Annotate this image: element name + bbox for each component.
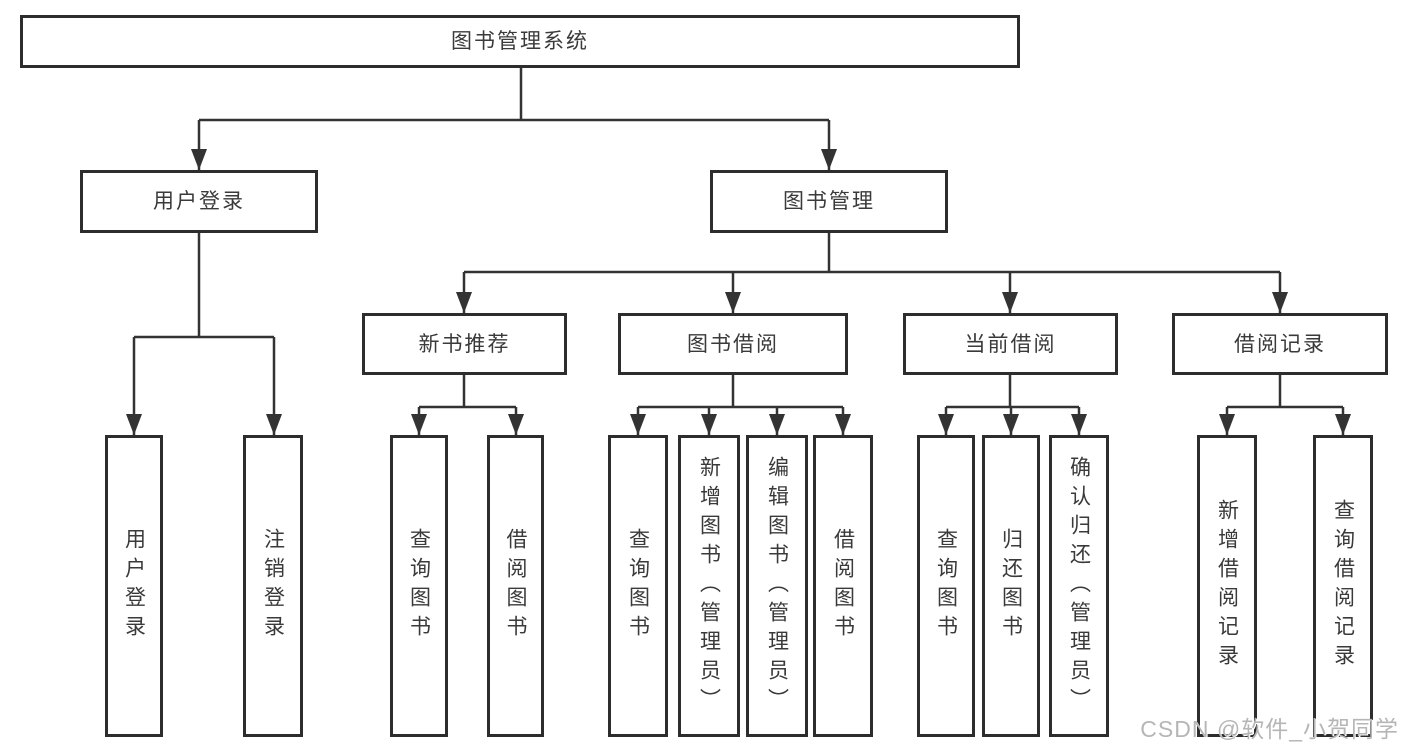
node-label: 当前借阅 xyxy=(964,332,1057,356)
leaf-borrow-books-recommend: 借阅图书 xyxy=(487,435,544,737)
leaf-edit-book-admin: 编辑图书（管理员） xyxy=(746,435,808,737)
node-book-borrowing: 图书借阅 xyxy=(618,313,848,375)
node-label: 查询图书 xyxy=(407,528,431,644)
node-label: 编辑图书（管理员） xyxy=(765,455,789,717)
leaf-query-borrow-record: 查询借阅记录 xyxy=(1313,435,1373,737)
node-label: 查询图书 xyxy=(934,528,958,644)
node-label: 新增借阅记录 xyxy=(1215,499,1239,673)
node-label: 图书借阅 xyxy=(687,332,779,356)
node-book-management: 图书管理 xyxy=(710,170,948,233)
node-label: 查询图书 xyxy=(626,528,650,644)
connector-drops xyxy=(126,120,1351,435)
node-label: 用户登录 xyxy=(122,528,146,644)
leaf-add-borrow-record: 新增借阅记录 xyxy=(1197,435,1257,737)
node-label: 图书管理系统 xyxy=(451,30,589,53)
node-label: 新书推荐 xyxy=(418,332,511,356)
leaf-user-login: 用户登录 xyxy=(105,435,163,737)
leaf-confirm-return-admin: 确认归还（管理员） xyxy=(1049,435,1109,737)
node-user-login: 用户登录 xyxy=(80,170,318,233)
node-borrowing-records: 借阅记录 xyxy=(1172,313,1388,375)
leaf-return-book: 归还图书 xyxy=(982,435,1040,737)
node-label: 借阅图书 xyxy=(504,528,527,644)
node-label: 归还图书 xyxy=(999,528,1023,644)
node-label: 借阅记录 xyxy=(1234,332,1326,356)
leaf-query-books-recommend: 查询图书 xyxy=(390,435,448,737)
node-label: 图书管理 xyxy=(783,190,875,213)
csdn-watermark: CSDN @软件_小贺同学 xyxy=(1140,716,1399,742)
leaf-query-books-current: 查询图书 xyxy=(917,435,975,737)
node-label: 新增图书（管理员） xyxy=(697,455,721,717)
node-new-book-recommendation: 新书推荐 xyxy=(362,313,567,375)
node-label: 查询借阅记录 xyxy=(1331,499,1355,673)
leaf-logout: 注销登录 xyxy=(243,435,303,737)
node-label: 注销登录 xyxy=(261,528,285,644)
node-label: 借阅图书 xyxy=(831,528,855,644)
leaf-add-book-admin: 新增图书（管理员） xyxy=(678,435,740,737)
node-library-management-system: 图书管理系统 xyxy=(20,15,1020,68)
leaf-query-books-borrow: 查询图书 xyxy=(608,435,668,737)
node-current-borrowing: 当前借阅 xyxy=(903,313,1118,375)
node-label: 用户登录 xyxy=(153,190,245,213)
leaf-borrow-books: 借阅图书 xyxy=(813,435,873,737)
node-label: 确认归还（管理员） xyxy=(1067,455,1091,717)
